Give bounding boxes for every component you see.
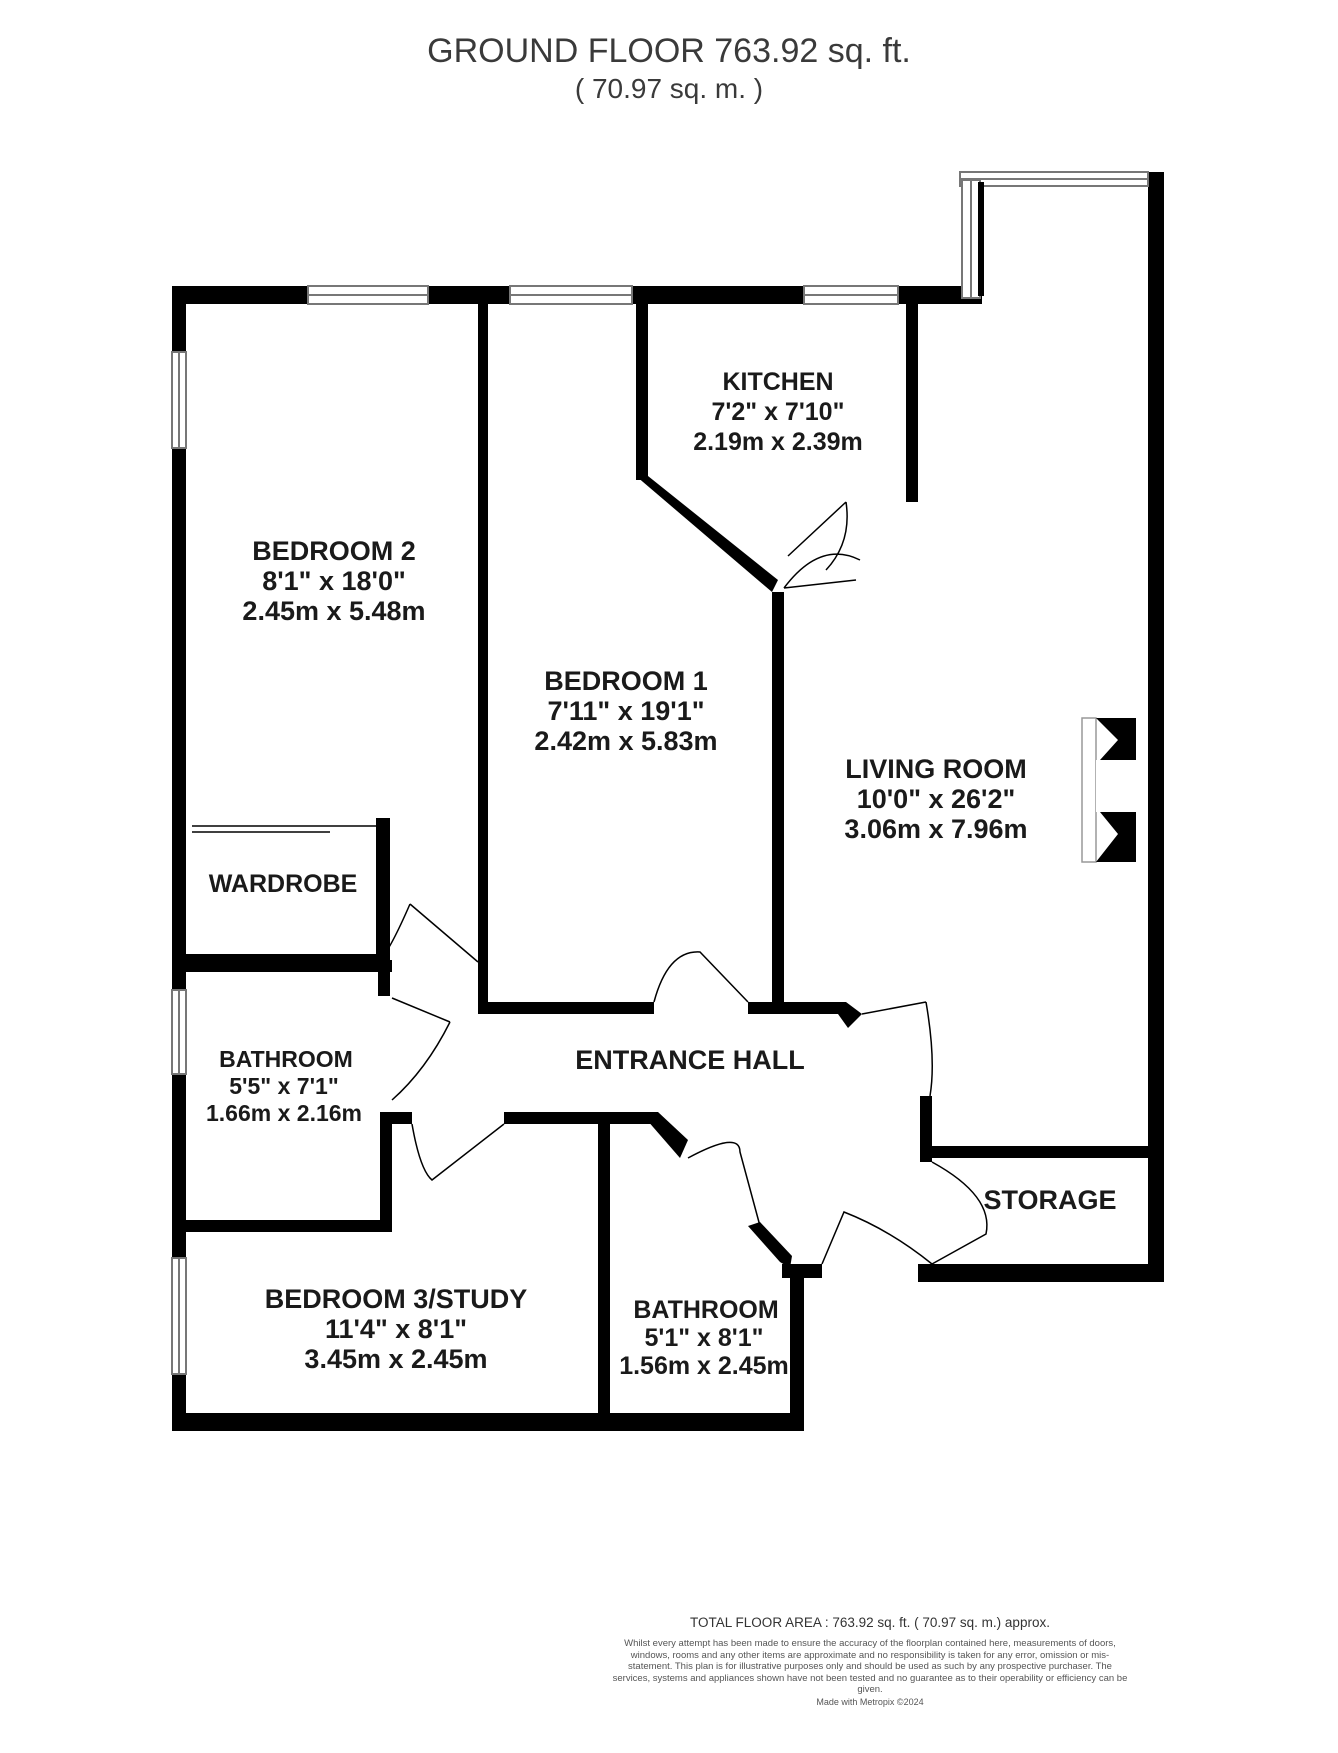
- room-dim-imperial-bedroom3: 11'4" x 8'1": [325, 1314, 467, 1344]
- partition-wall: [748, 1002, 846, 1014]
- room-dim-metric-bedroom1: 2.42m x 5.83m: [534, 726, 717, 756]
- floor-title: GROUND FLOOR 763.92 sq. ft.: [427, 32, 911, 70]
- room-name-hall: ENTRANCE HALL: [575, 1045, 805, 1075]
- room-labels: BEDROOM 2 8'1" x 18'0" 2.45m x 5.48m KIT…: [206, 368, 1117, 1380]
- kitchen-wall: [906, 304, 918, 502]
- storage-door-swing: [931, 1161, 988, 1265]
- room-dim-metric-bedroom3: 3.45m x 2.45m: [304, 1344, 487, 1374]
- room-dim-metric-kitchen: 2.19m x 2.39m: [693, 428, 863, 456]
- fireplace-chimney: [1096, 812, 1136, 862]
- partition-wall: [920, 1096, 932, 1152]
- living-door-swing: [861, 1001, 933, 1097]
- room-name-bathroom-a: BATHROOM: [219, 1046, 353, 1072]
- room-dim-imperial-bedroom2: 8'1" x 18'0": [262, 566, 406, 596]
- partition-wall: [920, 1152, 932, 1162]
- wardrobe-sliding-door: [192, 825, 376, 833]
- room-name-storage: STORAGE: [983, 1185, 1116, 1215]
- kitchen-door-swing: [787, 501, 848, 571]
- fireplace: [1081, 717, 1136, 863]
- room-name-bedroom3: BEDROOM 3/STUDY: [265, 1284, 528, 1314]
- partition-wall: [838, 1002, 862, 1028]
- outer-wall-left: [172, 286, 186, 1431]
- outer-wall-top: [428, 286, 510, 304]
- wardrobe-wall: [376, 818, 390, 968]
- room-dim-imperial-kitchen: 7'2" x 7'10": [712, 398, 845, 426]
- fireplace-hearth: [1081, 717, 1097, 863]
- made-with-credit: Made with Metropix ©2024: [816, 1696, 924, 1707]
- walls: [172, 172, 1164, 1431]
- room-name-kitchen: KITCHEN: [722, 368, 833, 396]
- outer-wall-bottom: [918, 1264, 1164, 1282]
- outer-wall-right: [1148, 172, 1164, 1282]
- bay-window: [959, 171, 1149, 299]
- windows: [171, 285, 899, 1375]
- hall-wall: [640, 1112, 688, 1158]
- outer-wall-bottom: [172, 1413, 804, 1431]
- bathroom-a-wall: [380, 1112, 412, 1124]
- kitchen-door-swing: [783, 553, 861, 589]
- bathroom-a-wall: [186, 960, 392, 972]
- bedroom2-door-swing: [379, 903, 479, 963]
- partition-wall: [920, 1146, 1156, 1158]
- room-dim-metric-bathroom-a: 1.66m x 2.16m: [206, 1100, 362, 1126]
- floor-plan-footer: TOTAL FLOOR AREA : 763.92 sq. ft. ( 70.9…: [610, 1614, 1130, 1708]
- total-floor-area: TOTAL FLOOR AREA : 763.92 sq. ft. ( 70.9…: [690, 1615, 1050, 1630]
- room-dim-metric-living: 3.06m x 7.96m: [844, 814, 1027, 844]
- room-dim-imperial-living: 10'0" x 26'2": [857, 784, 1016, 814]
- room-name-bathroom-b: BATHROOM: [633, 1296, 778, 1324]
- room-name-bedroom2: BEDROOM 2: [252, 536, 416, 566]
- bedroom3-bathroom-b-wall: [598, 1124, 610, 1420]
- bathroom-a-door-swing: [391, 997, 451, 1101]
- outer-wall-top: [172, 286, 308, 304]
- room-name-living: LIVING ROOM: [845, 754, 1027, 784]
- room-name-wardrobe: WARDROBE: [209, 870, 358, 898]
- fireplace-chimney: [1096, 718, 1136, 760]
- floor-area-metric: ( 70.97 sq. m. ): [574, 73, 764, 104]
- room-dim-imperial-bathroom-a: 5'5" x 7'1": [229, 1073, 339, 1099]
- room-dim-imperial-bathroom-b: 5'1" x 8'1": [644, 1324, 763, 1352]
- partition-wall: [478, 1002, 654, 1014]
- bathroom-b-right-wall: [790, 1268, 804, 1431]
- fireplace-opening: [1096, 760, 1136, 812]
- bedroom1-door-swing: [653, 951, 749, 1003]
- partition-wall: [478, 304, 488, 1012]
- partition-wall: [772, 592, 784, 1002]
- disclaimer: Whilst every attempt has been made to en…: [612, 1638, 1128, 1695]
- floor-plan-header: GROUND FLOOR 763.92 sq. ft. ( 70.97 sq. …: [0, 30, 1338, 106]
- room-dim-metric-bedroom2: 2.45m x 5.48m: [242, 596, 425, 626]
- doors: [379, 501, 988, 1265]
- hall-wall: [504, 1112, 658, 1124]
- bathroom-a-wall: [380, 1112, 392, 1232]
- bathroom-a-wall: [378, 960, 390, 996]
- kitchen-diagonal-wall: [636, 476, 778, 592]
- wall: [978, 182, 984, 296]
- outer-wall-top: [632, 286, 804, 304]
- kitchen-wall: [636, 304, 648, 480]
- room-dim-imperial-bedroom1: 7'11" x 19'1": [547, 696, 704, 726]
- hall-door-swing: [821, 1211, 933, 1265]
- bathroom-a-door-swing: [411, 1123, 505, 1181]
- bathroom-b-door-swing: [687, 1141, 761, 1227]
- bathroom-b-wall: [748, 1222, 792, 1268]
- bathroom-a-wall: [186, 1220, 392, 1232]
- room-name-bedroom1: BEDROOM 1: [544, 666, 708, 696]
- room-dim-metric-bathroom-b: 1.56m x 2.45m: [619, 1352, 789, 1380]
